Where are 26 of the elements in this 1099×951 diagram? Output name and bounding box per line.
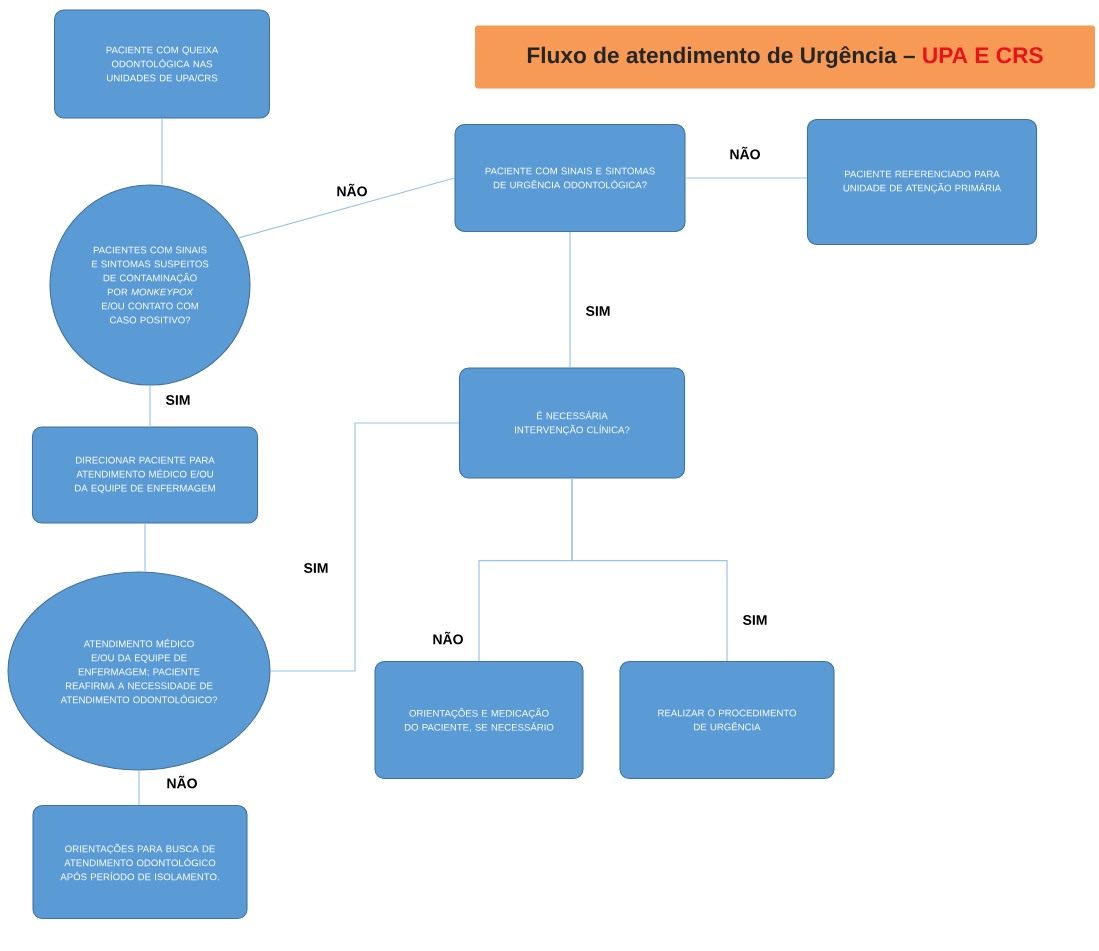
process-box: PACIENTE COM QUEIXA ODONTOLÓGICA NAS UNIDADES DE UPA/CRS — [54, 9, 270, 119]
edge-label: SIM — [301, 561, 331, 575]
connector-line — [144, 522, 146, 573]
connector-line — [149, 384, 151, 428]
connector-line — [571, 477, 728, 662]
connector-line — [138, 769, 140, 806]
process-box: REALIZAR O PROCEDIMENTO DE URGÊNCIA — [619, 660, 835, 780]
process-box: DIRECIONAR PACIENTE PARA ATENDIMENTO MÉDICO E/OU DA EQUIPE DE ENFERMAGEM — [31, 426, 259, 524]
edge-label: SIM — [740, 613, 770, 627]
edge-label: NÃO — [334, 181, 370, 199]
connector-line — [569, 231, 571, 369]
edge-label: SIM — [583, 304, 613, 318]
process-box: ORIENTAÇÕES PARA BUSCA DE ATENDIMENTO ODONTOLÓGICO APÓS PERÍODO DE ISOLAMENTO. — [32, 804, 248, 920]
process-box: PACIENTE COM SINAIS E SINTOMAS DE URGÊNCIA ODONTOLÓGICA? — [454, 124, 686, 232]
connector-line — [238, 177, 456, 239]
edge-label: NÃO — [430, 629, 466, 647]
edge-label: NÃO — [164, 773, 200, 791]
title-banner: Fluxo de atendimento de Urgência – UPA E CRS — [475, 25, 1095, 89]
process-box: PACIENTE REFERENCIADO PARA UNIDADE DE ATENÇÃO PRIMÁRIA — [806, 118, 1038, 246]
process-box: É NECESSÁRIA INTERVENÇÃO CLÍNICA? — [458, 367, 686, 479]
edge-label: SIM — [163, 393, 193, 407]
connector-line — [684, 177, 808, 179]
connector-line — [161, 117, 163, 186]
connector-line — [269, 422, 460, 672]
edge-label: NÃO — [727, 144, 763, 162]
process-box: ORIENTAÇÕES E MEDICAÇÃO DO PACIENTE, SE NECESSÁRIO — [374, 660, 584, 780]
